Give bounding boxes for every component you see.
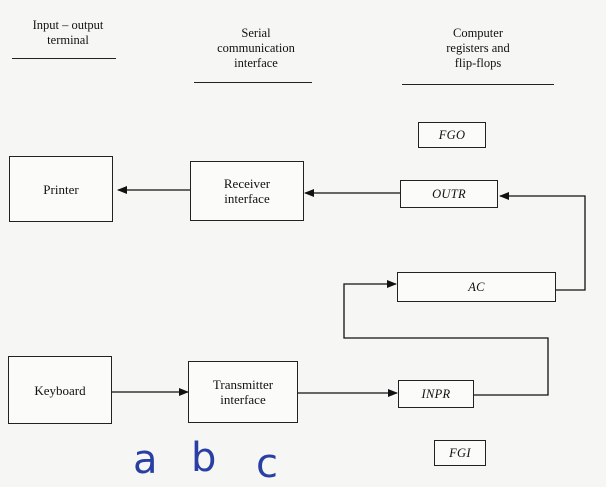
fgi-label: FGI: [449, 445, 471, 460]
header-io-underline: [12, 58, 116, 59]
outr-label: OUTR: [432, 186, 466, 201]
receiver-interface-box: Receiver interface: [190, 161, 304, 221]
header-registers-underline: [402, 84, 554, 85]
handwritten-b: b: [191, 435, 217, 481]
transmitter-interface-label: Transmitter interface: [212, 377, 274, 407]
printer-box: Printer: [9, 156, 113, 222]
printer-label: Printer: [43, 181, 79, 197]
arrow-inpr-to-ac: [343, 280, 549, 396]
arrow-ac-to-outr: [499, 192, 586, 291]
inpr-label: INPR: [421, 386, 451, 401]
keyboard-label: Keyboard: [34, 382, 86, 398]
fgi-register: FGI: [434, 440, 486, 466]
header-serial-underline: [194, 82, 312, 83]
fgo-label: FGO: [438, 127, 466, 142]
receiver-interface-label: Receiver interface: [223, 176, 271, 206]
inpr-register: INPR: [398, 380, 474, 408]
ac-register: AC: [397, 272, 556, 302]
fgo-register: FGO: [418, 122, 486, 148]
keyboard-box: Keyboard: [8, 356, 112, 424]
ac-label: AC: [468, 279, 485, 294]
handwritten-a: a: [133, 437, 158, 483]
header-serial-interface: Serial communication interface: [217, 26, 295, 70]
header-registers: Computer registers and flip-flops: [446, 26, 510, 70]
transmitter-interface-box: Transmitter interface: [188, 361, 298, 423]
header-io-terminal: Input – output terminal: [32, 18, 104, 47]
handwritten-c: c: [256, 441, 278, 487]
outr-register: OUTR: [400, 180, 498, 208]
